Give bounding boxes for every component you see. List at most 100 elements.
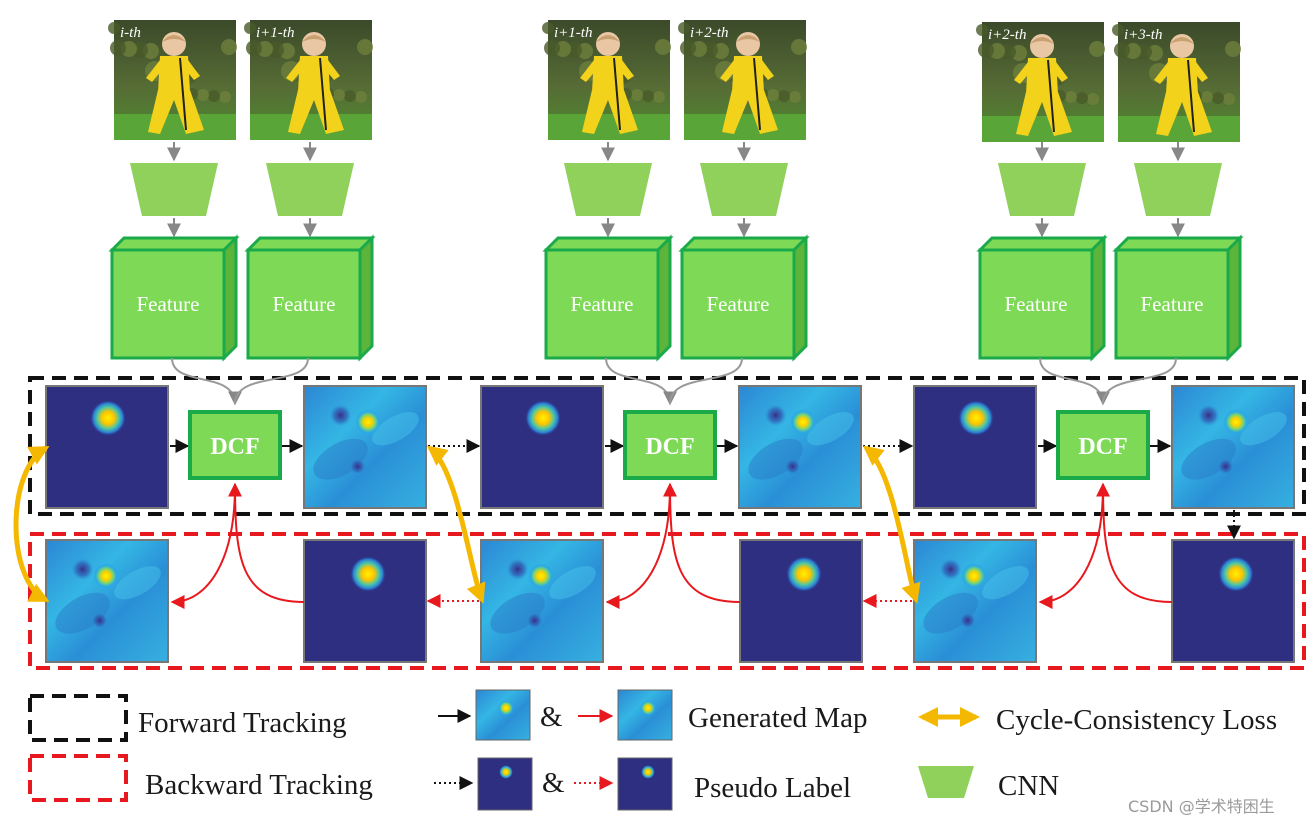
feature-cube-front [544,248,660,360]
foliage [544,40,560,56]
generated-map [738,385,862,509]
suit-stripe [1187,59,1195,133]
dcf-label: DCF [210,434,259,460]
child-legs [148,90,204,134]
feature-cube-side [656,234,672,362]
feature-label: Feature [707,292,770,316]
legend-forward-box [28,694,128,742]
child-hair [596,35,620,42]
foliage [631,89,643,101]
legend-label-1 [477,757,533,811]
pseudo-label-map [303,539,427,663]
suit-stripe [1047,59,1055,133]
legend-amp-2: & [542,767,565,799]
child-arms [1014,62,1068,84]
map-dark-spot [939,558,962,581]
foliage [542,22,554,34]
map-dark-spot [764,404,787,427]
map-texture [982,566,1029,600]
feature-to-dcf-curve [669,357,743,405]
grass [114,114,236,140]
map-texture [490,592,545,634]
feature-to-dcf-curve [171,357,242,406]
grass [548,114,670,140]
legend-generated-map-text: Generated Map [688,702,868,734]
foliage [355,91,367,103]
feature-cube-side [792,234,808,362]
map-dark-spot [506,558,529,581]
video-frame: i+2-th [976,22,1105,142]
foliage [1225,41,1241,57]
grass [982,116,1104,142]
map-peak [528,563,554,589]
foliage [1201,91,1213,103]
feature-to-dcf-curve [1102,357,1177,405]
cnn-trapezoid [266,163,354,216]
map-texture [114,566,161,600]
label-peak [958,400,994,436]
map-dark-spot [349,458,366,475]
cycle-consistency-arrow [862,445,921,604]
feature-label: Feature [273,292,336,316]
feature-cube-side [358,234,374,362]
child-body [592,56,624,92]
foliage [221,39,237,55]
grass [1118,116,1240,142]
foliage [1112,24,1124,36]
backward-red-curve [170,485,236,609]
feature-label: Feature [1005,292,1068,316]
video-frame: i+3-th [1112,22,1241,142]
video-frame: i+1-th [244,20,373,140]
child-legs [582,90,638,134]
foliage [680,40,696,56]
pseudo-label-map [913,385,1037,509]
feature-cube-front [1114,248,1230,360]
feature-cube-side [1090,234,1106,362]
foliage [1114,42,1130,58]
frame-label: i+2-th [690,25,728,41]
generated-map [913,539,1037,663]
feature-cube-front [680,248,796,360]
backward-red-curve [605,485,671,609]
child-arms [146,60,200,82]
feature-label: Feature [1141,292,1204,316]
dcf-label: DCF [1078,434,1127,460]
map-dark-spot [959,612,976,629]
child-body [1166,58,1198,94]
map-peak [355,409,381,435]
map-dark-spot [71,558,94,581]
generated-map [45,539,169,663]
foliage [344,90,356,102]
label-peak [90,400,126,436]
map-peak [961,563,987,589]
dcf-label: DCF [645,434,694,460]
child-body [732,56,764,92]
forward-tracking-box [28,376,1306,516]
legend-backward-box [28,754,128,802]
map-texture [923,592,978,634]
frame-label: i+1-th [554,25,592,41]
feature-cube-top [1112,236,1244,252]
foliage [333,89,345,101]
backward-red-curve [228,482,305,603]
map-dark-spot [526,612,543,629]
suit-stripe [179,57,187,131]
cnn-trapezoid [130,163,218,216]
foliage [789,91,801,103]
child-hair [1030,37,1054,44]
map-texture [549,566,596,600]
foliage [1212,92,1224,104]
foliage [976,24,988,36]
frame-label: i+2-th [988,27,1026,43]
feature-cube-top [108,236,240,252]
feature-label: Feature [571,292,634,316]
map-peak [93,563,119,589]
foliage [778,90,790,102]
pseudo-label-map [739,539,863,663]
foliage [244,22,256,34]
label-peak [525,400,561,436]
legend-cnn-shape [918,766,974,798]
cnn-trapezoid [998,163,1086,216]
